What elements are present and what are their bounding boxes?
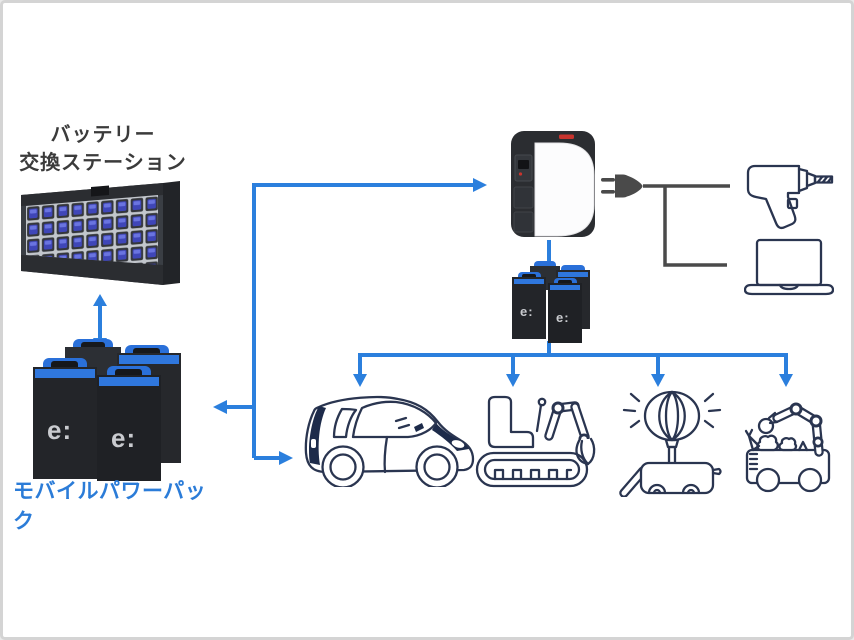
power-wire [643,184,730,267]
cart-hatch-lines [748,452,759,471]
distribution-line [358,353,788,375]
arrow-to-car [353,374,367,387]
plug-icon [601,174,643,198]
station-side-panel [163,181,180,285]
station-label-line2: 交換ステーション [19,152,187,174]
battery-front-left: e: [33,358,97,479]
battery-logo: e: [111,423,136,453]
station-label: バッテリー 交換ステーション [3,121,203,177]
harvest-robot-icon [744,402,831,493]
power-unit-face [534,142,595,237]
battery-pack-small-image: e: e: [512,261,590,343]
line-to-power-unit [252,183,473,458]
station-base-band [21,255,163,285]
light-rays-left [622,392,641,429]
wire-to-laptop [663,186,727,267]
station-label-line1: バッテリー [50,124,156,146]
power-unit-badge [559,134,574,139]
cart-produce [744,428,809,452]
battery-front-right: e: [548,278,582,343]
car-rear-pillar [309,406,326,465]
arrow-to-power-unit [473,178,487,192]
balloon-light-icon [619,390,722,497]
battery-front-left: e: [512,272,546,339]
light-rays-right [703,392,722,429]
mini-excavator-icon [475,395,596,488]
arrow-to-car-left [279,451,293,465]
battery-logo: e: [520,304,534,319]
battery-logo: e: [47,415,72,445]
drill-icon [746,164,834,230]
station-vent [91,185,109,197]
arrow-to-excavator [506,374,520,387]
car-mirror [414,423,424,432]
station-slot-grid [26,195,158,265]
arrow-to-harvest-robot [779,374,793,387]
power-unit-outlets [513,154,534,233]
micro-ev-icon [304,395,475,487]
blue-flow-connectors [213,178,793,465]
battery-logo: e: [556,310,570,325]
mobile-power-pack-image: e: e: [33,339,181,481]
arrow-to-power-pack [213,400,227,414]
arrow-to-balloon-light [651,374,665,387]
battery-front-right: e: [97,366,161,481]
battery-swap-station-image [21,181,180,285]
power-unit-image [511,131,595,237]
picked-produce [757,417,775,435]
car-headlight [451,440,465,448]
power-pack-label: モバイルパワーパック [13,480,207,533]
laptop-icon [744,238,834,296]
